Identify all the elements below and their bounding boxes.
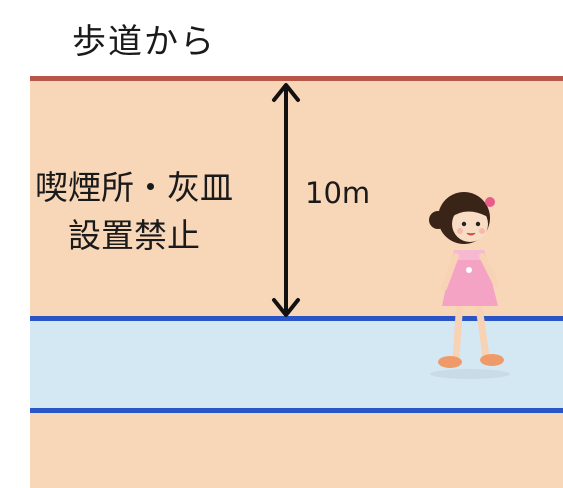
- girl-walking-icon: [429, 192, 510, 379]
- diagram-title: 歩道から: [72, 22, 216, 62]
- prohibition-line-1: 喫煙所・灰皿: [35, 168, 233, 207]
- sidewalk: [30, 318, 563, 412]
- sidewalk-lower-edge: [30, 408, 563, 413]
- lower-zone: [30, 412, 563, 488]
- prohibition-notice: 喫煙所・灰皿 設置禁止: [18, 164, 250, 260]
- sidewalk-upper-edge: [30, 316, 563, 321]
- zone-boundary-line: [30, 76, 563, 81]
- prohibition-line-2: 設置禁止: [68, 216, 200, 255]
- double-headed-arrow-icon: [272, 83, 300, 317]
- distance-label: 10m: [305, 176, 371, 210]
